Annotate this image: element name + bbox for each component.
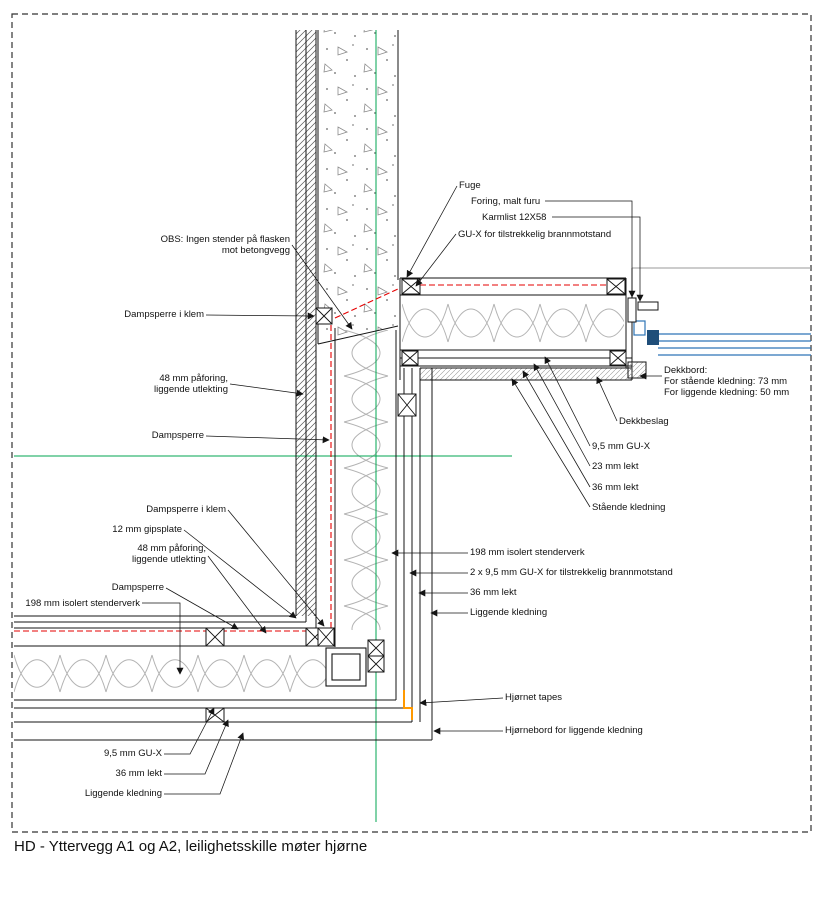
label-lining: Foring, malt furu [471,196,541,207]
label-gux-bottom: 9,5 mm GU-X [103,748,162,759]
material-fills [14,30,632,700]
blocking-box [315,307,333,325]
corner-tape-marker [403,690,413,720]
drawing-title: HD - Yttervegg A1 og A2, leilighetsskill… [14,838,368,855]
corner-post [325,647,367,687]
blocking-box [609,350,627,366]
cladding-band [420,368,632,380]
label-stud-wall-left: 198 mm isolert stenderverk [25,598,140,609]
label-gux-double: 2 x 9,5 mm GU-X for tilstrekkelig brannm… [470,567,673,578]
label-horizontal-cladding-mid: Liggende kledning [470,607,548,618]
label-vapor-upper: Dampsperre [151,430,204,441]
right-wall-insulation [402,296,624,350]
vapor-barrier-lines [14,284,624,632]
label-batten-23: 23 mm lekt [592,461,639,472]
label-casing: Karmlist 12X58 [482,212,547,223]
label-vapor-clamp-lower: Dampsperre i klem [146,504,226,515]
reference-lines-green [14,30,512,822]
blocking-boxes [205,278,627,723]
label-furring-upper: 48 mm påforing, liggende utlekting [154,373,228,395]
label-vapor-lower: Dampsperre [111,582,164,593]
concrete-wall [318,30,398,344]
label-cover-flashing: Dekkbeslag [619,416,669,427]
bottom-wall-insulation [14,647,326,700]
window-lines [633,320,811,356]
blocking-box [606,278,626,295]
blocking-box [401,350,419,366]
label-gux-right: 9,5 mm GU-X [592,441,651,452]
label-gux-fire: GU-X for tilstrekkelig brannmotstand [458,229,612,240]
label-furring-lower: 48 mm påforing, liggende utlekting [132,543,206,565]
vapor-barrier-transition [334,287,401,319]
window-profile [647,330,659,345]
label-gypsum-board: 12 mm gipsplate [112,524,182,535]
leader-lines [142,185,662,795]
cover-board-piece [627,361,647,379]
label-batten-36-mid: 36 mm lekt [470,587,517,598]
blocking-box [397,393,417,417]
blocking-box [401,278,421,295]
label-horizontal-cladding-bottom: Liggende kledning [84,788,162,799]
lining-piece [627,297,637,323]
label-cover-board: Dekkbord: For stående kledning: 73 mm Fo… [664,365,790,398]
label-obs-note: OBS: Ingen stender på flasken mot betong… [160,234,290,256]
stud-wall-insulation [336,330,396,630]
label-stud-wall-right: 198 mm isolert stenderverk [470,547,585,558]
casing-piece [637,301,659,311]
blocking-box [317,627,335,647]
label-batten-36-right: 36 mm lekt [592,482,639,493]
drawing-border [11,13,812,833]
blocking-box [367,639,385,657]
label-batten-36-bottom: 36 mm lekt [115,768,162,779]
label-fuge: Fuge [459,180,481,191]
label-vapor-clamp-upper: Dampsperre i klem [124,309,204,320]
blocking-box [205,707,225,723]
blocking-box [367,655,385,673]
window-frame-detail [627,297,811,379]
label-corner-board: Hjørnebord for liggende kledning [505,725,643,736]
label-corner-taped: Hjørnet tapes [505,692,563,703]
label-vertical-cladding: Stående kledning [592,502,666,513]
blocking-box [205,627,225,647]
